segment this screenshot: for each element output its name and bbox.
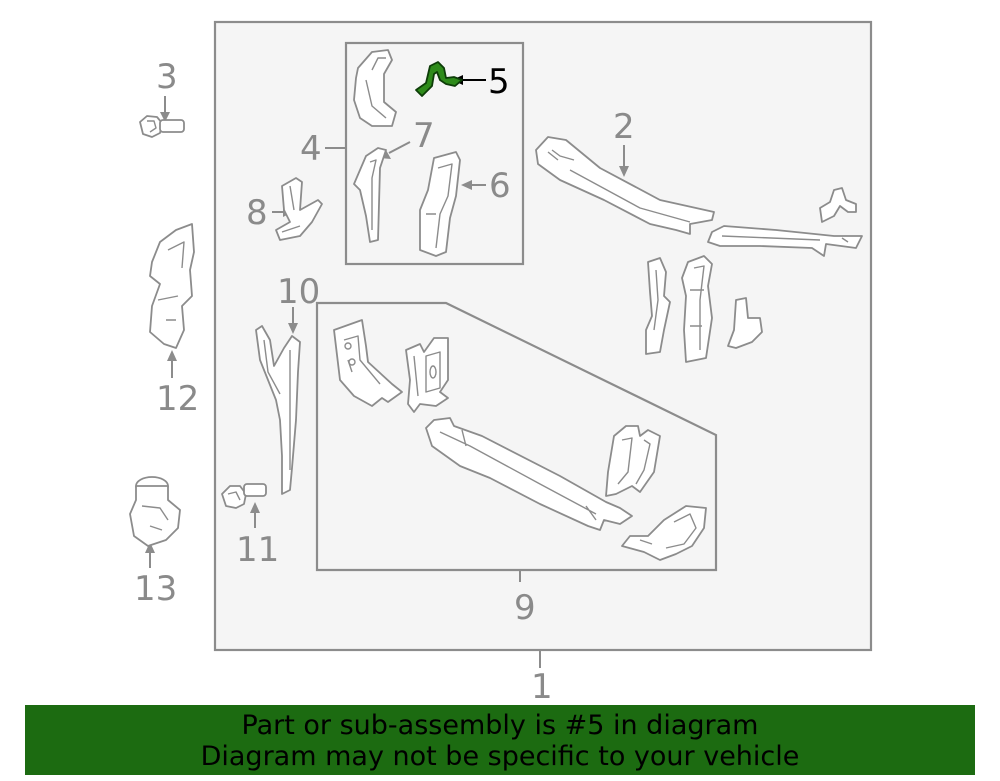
callout-6: 6	[489, 166, 511, 206]
subassembly-9-box	[315, 301, 718, 572]
arrow-3	[160, 112, 170, 122]
part-5-clip[interactable]	[415, 61, 463, 97]
callout-4: 4	[300, 129, 322, 169]
arrow-10	[288, 323, 298, 334]
arrow-13	[145, 542, 155, 553]
assembly-frame	[213, 20, 873, 652]
part-13-sensor[interactable]	[129, 476, 181, 547]
part-10-pillar[interactable]	[255, 325, 301, 495]
leader-7	[388, 141, 411, 154]
part-8-bracket[interactable]	[275, 177, 323, 241]
part-9-lower-support[interactable]	[425, 417, 633, 531]
callout-11: 11	[236, 530, 279, 570]
arrow-6	[461, 180, 472, 190]
arrow-11	[250, 502, 260, 513]
part-2-side-brackets[interactable]	[645, 255, 763, 363]
part-9-right-lower-bracket[interactable]	[621, 505, 707, 561]
arrow-2	[619, 166, 629, 177]
part-9-right-upper-bracket[interactable]	[605, 425, 661, 497]
part-7-pillar[interactable]	[353, 147, 387, 243]
callout-2: 2	[613, 107, 635, 147]
callout-13: 13	[134, 569, 177, 609]
part-9-center-upper-bracket[interactable]	[405, 337, 449, 413]
part-12-guide[interactable]	[149, 223, 195, 349]
part-9-left-upper-bracket[interactable]	[333, 319, 403, 407]
part-3-bolt[interactable]	[139, 115, 185, 138]
banner-line-2: Diagram may not be specific to your vehi…	[200, 741, 800, 772]
notice-banner: Part or sub-assembly is #5 in diagram Di…	[25, 705, 975, 775]
part-4-bracket[interactable]	[353, 49, 397, 127]
part-11-bolt[interactable]	[221, 483, 267, 509]
subassembly-4-box	[344, 41, 525, 266]
callout-10: 10	[277, 272, 320, 312]
callout-8: 8	[246, 193, 268, 233]
callout-9: 9	[514, 588, 536, 628]
part-6-pillar[interactable]	[419, 151, 461, 257]
callout-1: 1	[531, 667, 553, 707]
callout-12: 12	[156, 379, 199, 419]
part-2-upper-support[interactable]	[535, 136, 863, 257]
arrow-12	[167, 350, 177, 361]
banner-line-1: Part or sub-assembly is #5 in diagram	[241, 710, 759, 741]
callout-3: 3	[156, 57, 178, 97]
callout-5: 5	[488, 62, 510, 102]
callout-7: 7	[413, 116, 435, 156]
